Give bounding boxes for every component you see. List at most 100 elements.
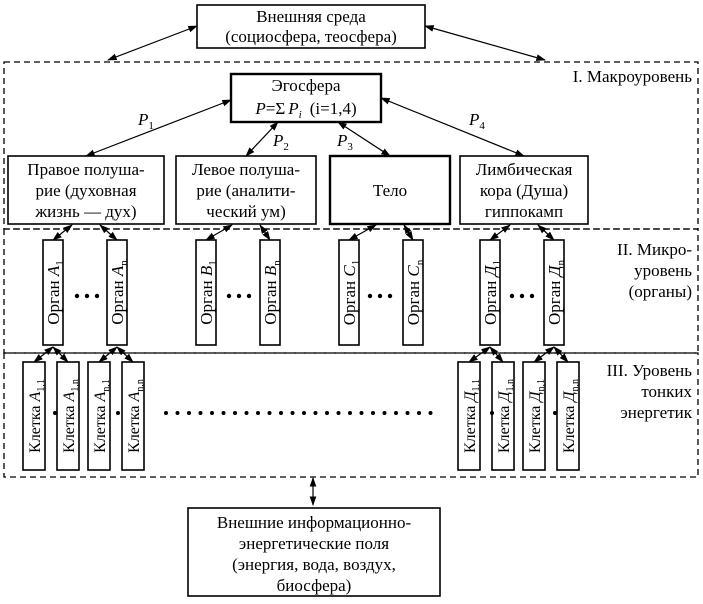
cell-link-arrow-4	[116, 346, 134, 363]
svg-text:Клетка Д1,1: Клетка Д1,1	[462, 379, 482, 453]
external-left-arrow	[107, 25, 198, 61]
egosphere-title: Эгосфера	[271, 76, 341, 95]
micro-level-label-2: уровень	[634, 261, 692, 280]
cell-box-6: Клетка Д1,n	[491, 361, 516, 471]
external-fields-line-3: (энергия, вода, воздух,	[232, 555, 396, 574]
channel-p2-label: P2	[272, 131, 289, 153]
svg-text:Орган B1: Орган B1	[197, 260, 219, 325]
body-box: Тело	[328, 154, 452, 226]
organ-box-6: Орган Cn	[402, 239, 426, 346]
organ-box-2: Орган An	[106, 239, 130, 346]
svg-text:ческий ум): ческий ум)	[206, 202, 285, 221]
svg-text:Правое полуша-: Правое полуша-	[27, 160, 145, 179]
channel-p4-label: P4	[468, 110, 485, 132]
subtle-level-label-3: энергетик	[620, 403, 692, 422]
svg-text:кора (Душа): кора (Душа)	[480, 181, 568, 200]
svg-text:Клетка Д1,n: Клетка Д1,n	[496, 379, 516, 453]
cell-box-7: Клетка Дn,1	[522, 361, 547, 471]
cell-box-2: Клетка A1,n	[56, 361, 81, 471]
micro-level-label-1: II. Микро-	[617, 240, 692, 259]
cells-row: Клетка A1,1 Клетка A1,n Клетка An,1 Клетка …	[22, 346, 581, 471]
external-fields-line-4: биосфера)	[277, 576, 352, 595]
organ-box-5: Орган C1	[338, 239, 362, 346]
svg-text:Клетка An,n: Клетка An,n	[126, 379, 146, 453]
svg-text:Клетка Дn,n: Клетка Дn,n	[561, 379, 581, 453]
cell-link-arrow-7	[533, 346, 555, 363]
svg-text:Левое полуша-: Левое полуша-	[192, 160, 300, 179]
svg-text:Орган An: Орган An	[108, 260, 130, 325]
svg-text:рие (духовная: рие (духовная	[35, 181, 136, 200]
organ-link-arrow-7	[489, 224, 511, 241]
macro-level-label: I. Макроуровень	[573, 67, 693, 86]
cell-link-arrow-8	[553, 346, 569, 363]
cell-ellipsis-long	[164, 411, 433, 415]
organ-ellipsis-d	[509, 293, 535, 299]
organ-ellipsis-a	[74, 293, 100, 299]
svg-text:Клетка Дn,1: Клетка Дn,1	[527, 379, 547, 453]
external-fields-line-2: энергетические поля	[239, 534, 389, 553]
cell-box-8: Клетка Дn,n	[556, 361, 581, 471]
organ-link-arrow-5	[348, 224, 377, 241]
channel-p1-arrow	[85, 99, 232, 157]
cell-link-arrow-5	[468, 346, 491, 363]
organ-link-arrow-1	[52, 224, 73, 241]
organ-box-7: Орган Д1	[479, 239, 503, 346]
organ-box-4: Орган Bn	[259, 239, 283, 346]
organ-link-arrow-6	[403, 224, 414, 241]
organ-link-arrow-2	[99, 224, 118, 241]
subtle-level-frame	[3, 352, 699, 478]
channel-p4-arrow	[380, 97, 525, 157]
cell-ellipsis-small-right-2	[553, 411, 557, 415]
organ-link-arrow-3	[205, 224, 233, 241]
svg-text:Лимбическая: Лимбическая	[476, 160, 573, 179]
organ-ellipsis-b	[226, 293, 252, 299]
svg-text:Клетка An,1: Клетка An,1	[92, 379, 112, 453]
cell-box-4: Клетка An,n	[121, 361, 146, 471]
cell-box-5: Клетка Д1,1	[457, 361, 482, 471]
micro-level-label-3: (органы)	[629, 282, 692, 301]
svg-text:Орган Bn: Орган Bn	[261, 260, 283, 325]
cell-link-arrow-6	[489, 346, 504, 363]
organs-row: Орган A1 Орган An Орган B1 Орган Bn Орган C1…	[42, 224, 567, 346]
svg-text:Клетка A1,1: Клетка A1,1	[27, 379, 47, 453]
channel-p1-label: P1	[137, 110, 154, 132]
svg-text:Клетка A1,n: Клетка A1,n	[61, 379, 81, 453]
organ-link-arrow-4	[259, 224, 271, 241]
cell-link-arrow-3	[98, 346, 118, 363]
organ-ellipsis-c	[367, 293, 393, 299]
svg-text:Тело: Тело	[373, 181, 407, 200]
hemisphere-box-right: Правое полуша- рие (духовная жизнь — дух…	[7, 155, 165, 225]
external-environment-title: Внешняя среда	[256, 7, 366, 26]
cell-ellipsis-small-left-2	[116, 411, 120, 415]
channel-p3-label: P3	[336, 131, 353, 153]
organ-box-1: Орган A1	[42, 239, 66, 346]
svg-text:жизнь — дух): жизнь — дух)	[34, 202, 136, 221]
organ-box-8: Орган Дn	[543, 239, 567, 346]
subtle-level-label-2: тонких	[641, 382, 692, 401]
cell-link-arrow-1	[33, 346, 54, 363]
external-fields-line-1: Внешние информационно-	[217, 513, 412, 532]
limbic-cortex-box: Лимбическая кора (Душа) гиппокамп	[459, 155, 589, 225]
external-fields-box	[187, 507, 441, 597]
svg-text:Орган C1: Орган C1	[340, 260, 362, 326]
svg-text:Орган Дn: Орган Дn	[545, 260, 567, 325]
external-right-arrow	[424, 25, 546, 61]
svg-text:Орган A1: Орган A1	[44, 260, 66, 325]
cell-link-arrow-2	[52, 346, 69, 363]
cell-ellipsis-small-right-1	[490, 411, 494, 415]
svg-text:гиппокамп: гиппокамп	[485, 202, 563, 221]
svg-text:Орган Cn: Орган Cn	[404, 259, 426, 325]
svg-text:Орган Д1: Орган Д1	[481, 260, 503, 325]
hemisphere-box-left: Левое полуша- рие (аналити- ческий ум)	[175, 155, 317, 225]
cell-ellipsis-small-left-1	[53, 411, 57, 415]
external-environment-subtitle: (социосфера, теосфера)	[225, 27, 397, 46]
cell-box-3: Клетка An,1	[87, 361, 112, 471]
cell-box-1: Клетка A1,1	[22, 361, 47, 471]
organ-link-arrow-8	[537, 224, 555, 241]
organ-box-3: Орган B1	[195, 239, 219, 346]
subtle-level-label-1: III. Уровень	[607, 361, 693, 380]
svg-text:рие (аналити-: рие (аналити-	[196, 181, 296, 200]
channel-p2-arrow	[245, 121, 279, 157]
